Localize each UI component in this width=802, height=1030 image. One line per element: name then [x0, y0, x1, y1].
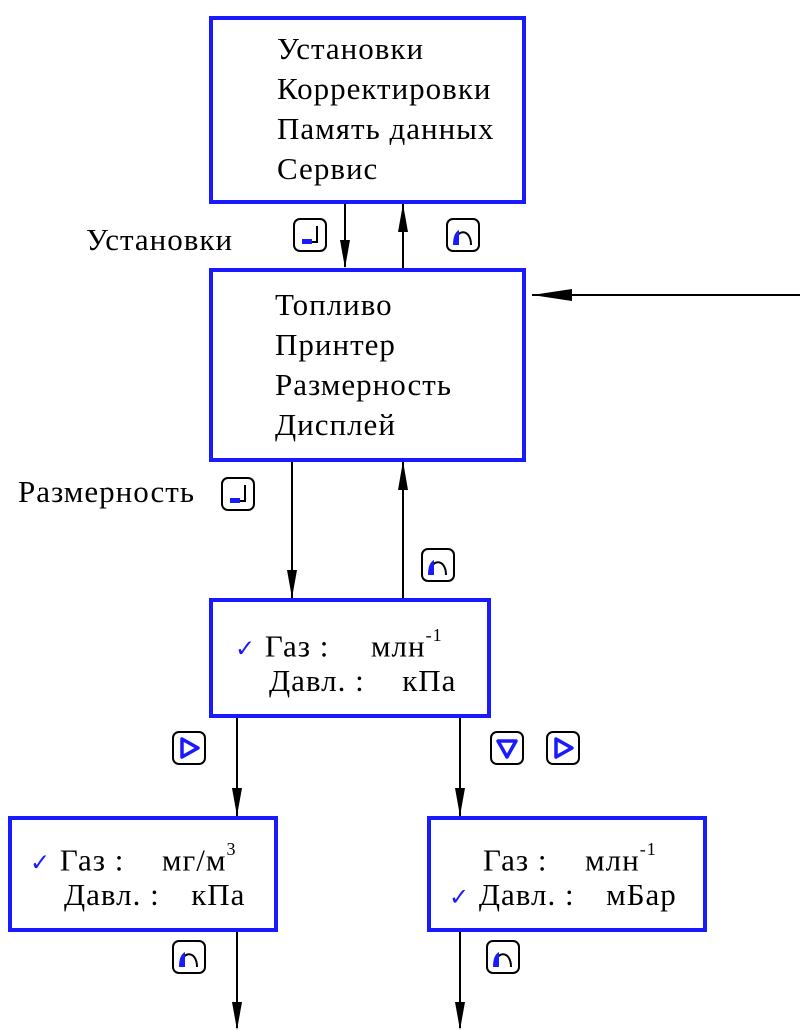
gas-row[interactable]: Газ : млн-1	[483, 834, 657, 879]
pressure-unit-screen-box: Газ : млн-1 ✓ Давл. : мБар	[427, 816, 707, 932]
pressure-label: Давл. :	[64, 877, 160, 912]
settings-entry-label: Установки	[86, 222, 234, 257]
settings-item-fuel[interactable]: Топливо	[275, 287, 393, 322]
settings-menu-box: Топливо Принтер Размерность Дисплей	[209, 268, 526, 462]
right-arrow-key-icon[interactable]	[546, 731, 580, 765]
gas-unit-exponent: -1	[639, 839, 657, 859]
settings-item-printer[interactable]: Принтер	[275, 327, 396, 362]
back-key-icon[interactable]	[446, 218, 480, 252]
pressure-label: Давл. :	[478, 877, 575, 912]
back-key-icon[interactable]	[172, 940, 206, 974]
back-key-icon[interactable]	[486, 940, 520, 974]
units-entry-label: Размерность	[18, 474, 195, 509]
arrowhead	[398, 204, 408, 232]
gas-unit-screen-box: ✓ Газ : мг/м3 Давл. : кПа	[8, 816, 278, 932]
checkmark-icon: ✓	[235, 634, 257, 663]
pressure-unit: кПа	[191, 877, 246, 912]
arrowhead	[455, 788, 465, 816]
down-arrow-key-icon[interactable]	[490, 731, 524, 765]
main-menu-item-data-memory[interactable]: Память данных	[277, 111, 495, 146]
back-key-icon[interactable]	[421, 548, 455, 582]
arrowhead	[532, 289, 572, 301]
enter-key-icon[interactable]	[221, 477, 255, 511]
arrowhead	[232, 1002, 242, 1030]
gas-row[interactable]: ✓ Газ : млн-1	[235, 620, 443, 667]
main-menu-item-settings[interactable]: Установки	[277, 31, 425, 66]
main-menu-item-corrections[interactable]: Корректировки	[277, 71, 492, 106]
gas-unit: мг/м	[161, 842, 227, 878]
arrowhead	[455, 1002, 465, 1030]
main-menu-box: Установки Корректировки Память данных Се…	[209, 16, 526, 204]
pressure-row[interactable]: Давл. : кПа	[64, 876, 245, 914]
arrowhead	[398, 461, 408, 490]
gas-unit: млн	[585, 842, 640, 878]
gas-label: Газ :	[59, 842, 125, 878]
settings-item-display[interactable]: Дисплей	[275, 407, 396, 442]
pressure-unit: мБар	[606, 877, 677, 912]
pressure-label: Давл. :	[269, 663, 365, 698]
arrowhead	[232, 788, 242, 816]
main-menu-item-service[interactable]: Сервис	[277, 151, 379, 186]
units-screen-box: ✓ Газ : млн-1 Давл. : кПа	[209, 598, 491, 718]
arrowhead	[287, 570, 297, 598]
gas-unit-exponent: -1	[425, 625, 443, 645]
pressure-row[interactable]: ✓ Давл. : мБар	[449, 876, 677, 916]
checkmark-icon: ✓	[449, 883, 471, 911]
gas-unit-exponent: 3	[226, 839, 237, 859]
settings-item-units[interactable]: Размерность	[275, 367, 452, 402]
gas-label: Газ :	[483, 842, 548, 878]
checkmark-icon: ✓	[30, 848, 52, 877]
enter-key-icon[interactable]	[293, 218, 327, 252]
gas-unit: млн	[370, 628, 426, 664]
gas-label: Газ :	[264, 628, 330, 664]
pressure-unit: кПа	[402, 663, 457, 698]
right-arrow-key-icon[interactable]	[172, 731, 206, 765]
pressure-row[interactable]: Давл. : кПа	[269, 662, 456, 700]
arrowhead	[340, 240, 350, 268]
gas-row[interactable]: ✓ Газ : мг/м3	[30, 834, 236, 881]
